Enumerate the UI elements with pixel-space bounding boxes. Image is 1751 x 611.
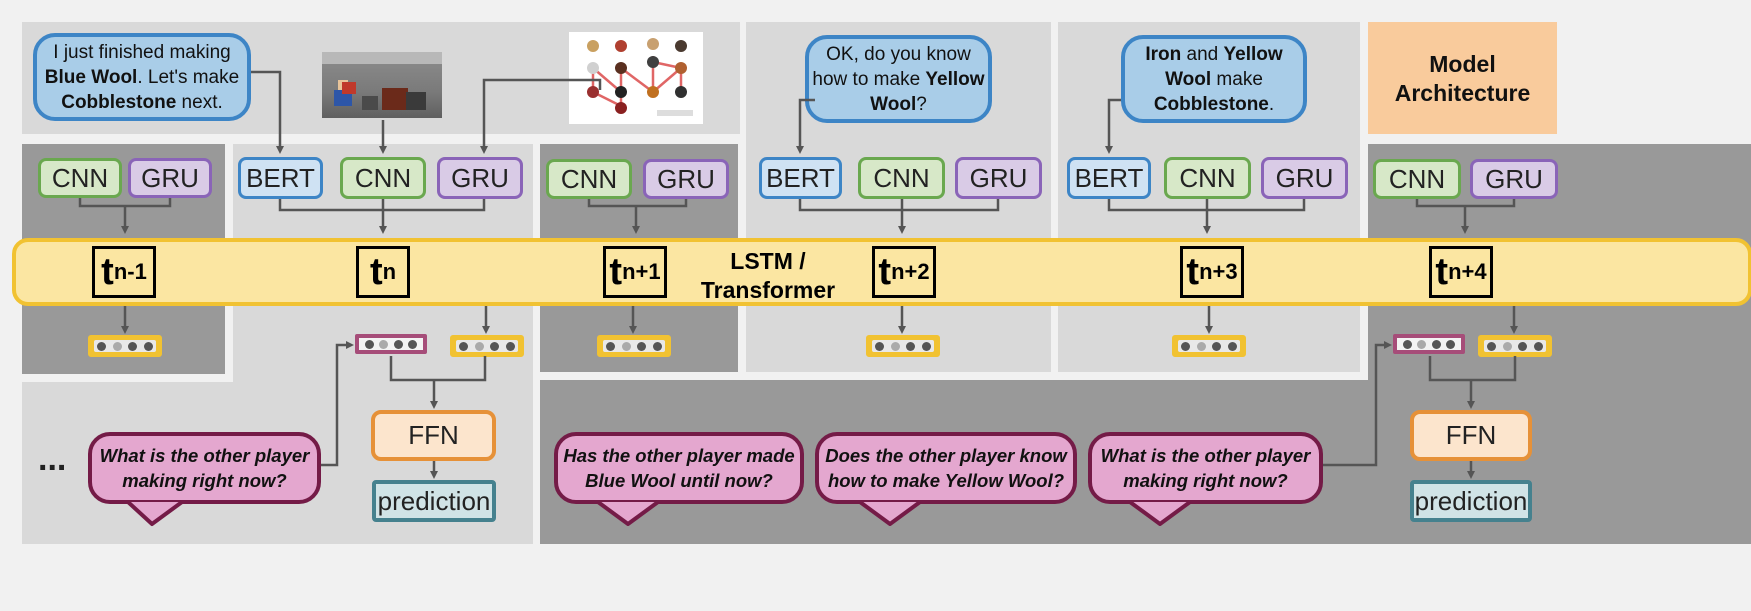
utterance-bubble-3: Iron and Yellow Wool make Cobblestone. bbox=[1121, 35, 1307, 123]
hidden-vector-tn1 bbox=[597, 335, 671, 357]
cnn-box-tn1: CNN bbox=[546, 159, 632, 199]
bert-box-tn2: BERT bbox=[759, 157, 842, 199]
utterance-bubble-1: I just finished making Blue Wool. Let's … bbox=[33, 33, 251, 121]
prediction-box-tn: prediction bbox=[372, 480, 496, 522]
ellipsis: ... bbox=[38, 440, 67, 478]
title-line-1: Model bbox=[1429, 51, 1496, 77]
concat-vector-tn4 bbox=[1393, 334, 1465, 354]
gru-box-tn2: GRU bbox=[955, 157, 1042, 199]
title-line-2: Architecture bbox=[1394, 80, 1531, 106]
hidden-vector-tn bbox=[450, 335, 524, 357]
gru-box-tn4: GRU bbox=[1470, 159, 1558, 199]
cnn-box-tn3: CNN bbox=[1164, 157, 1251, 199]
cnn-box-tn2: CNN bbox=[858, 157, 945, 199]
cnn-box-tn: CNN bbox=[340, 157, 426, 199]
page-title: Model Architecture bbox=[1368, 50, 1557, 108]
ffn-box-tn4: FFN bbox=[1410, 410, 1532, 461]
gru-box-tn: GRU bbox=[437, 157, 523, 199]
bert-box-tn3: BERT bbox=[1067, 157, 1151, 199]
cnn-box-tn-1: CNN bbox=[38, 158, 122, 198]
gru-box-tn1: GRU bbox=[643, 159, 729, 199]
prediction-box-tn4: prediction bbox=[1410, 480, 1532, 522]
game-scene-image bbox=[322, 52, 442, 118]
utterance-bubble-2: OK, do you know how to make Yellow Wool? bbox=[805, 35, 992, 123]
title-panel bbox=[1368, 22, 1557, 134]
recipe-graph-image bbox=[569, 32, 703, 124]
concat-vector-tn bbox=[355, 334, 427, 354]
hidden-vector-tn3 bbox=[1172, 335, 1246, 357]
ffn-box-tn: FFN bbox=[371, 410, 496, 461]
bert-box-tn: BERT bbox=[238, 157, 323, 199]
gru-box-tn3: GRU bbox=[1261, 157, 1348, 199]
cnn-box-tn4: CNN bbox=[1373, 159, 1461, 199]
hidden-vector-tn2 bbox=[866, 335, 940, 357]
hidden-vector-tn-1 bbox=[88, 335, 162, 357]
lstm-transformer-label: LSTM / Transformer bbox=[700, 248, 836, 303]
gru-box-tn-1: GRU bbox=[128, 158, 212, 198]
